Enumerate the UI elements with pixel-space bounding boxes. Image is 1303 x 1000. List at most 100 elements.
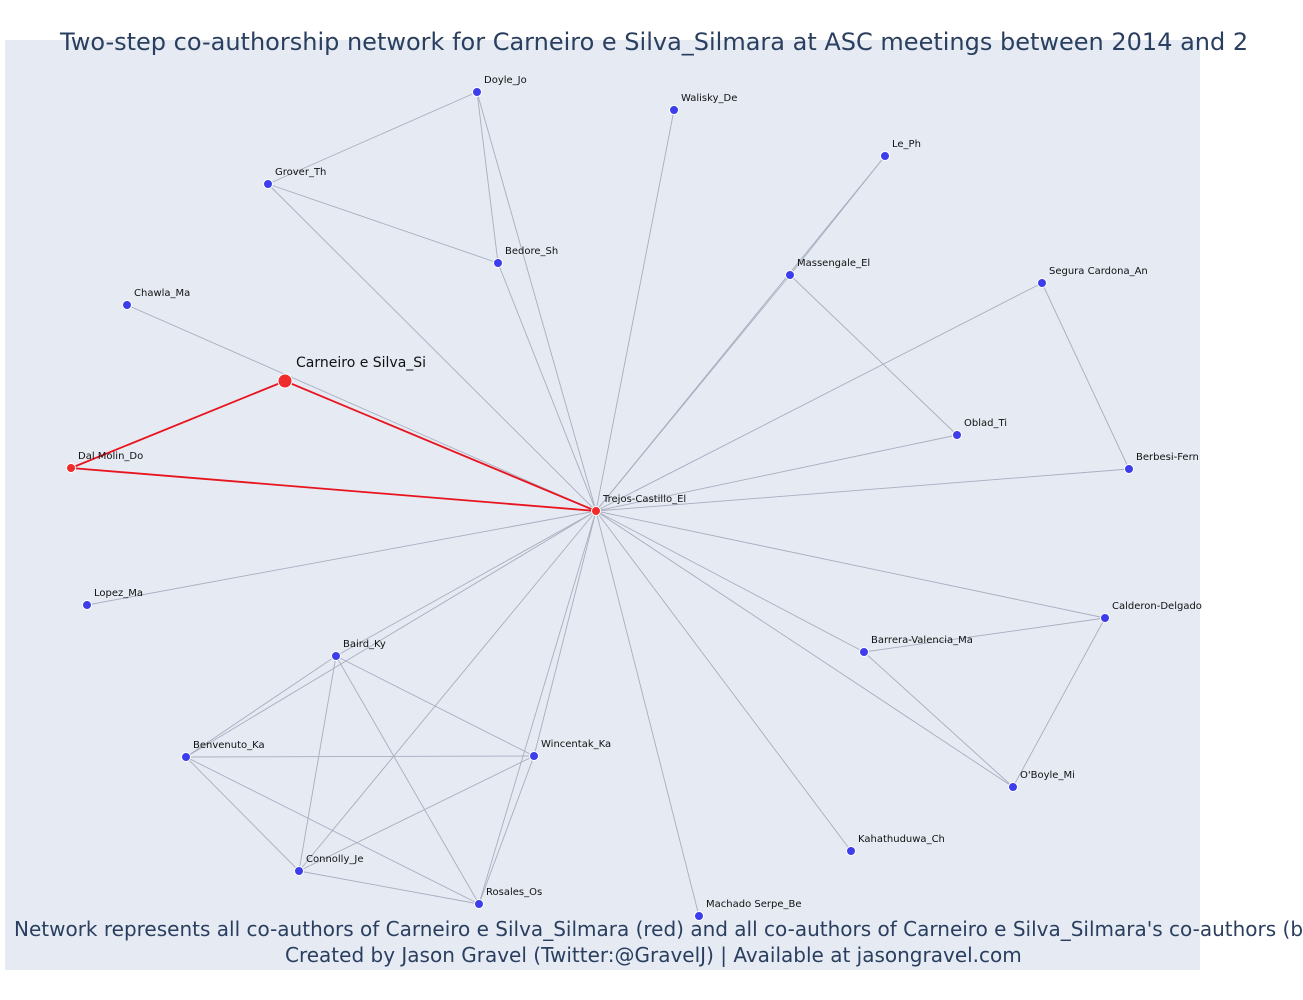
edge-trejos-grover	[267, 183, 597, 512]
edge-calderon-oboyle	[1012, 617, 1106, 788]
node-label-benvenuto: Benvenuto_Ka	[193, 740, 265, 751]
node-leph[interactable]	[880, 151, 890, 161]
edge-trejos-kahathuduwa	[595, 510, 852, 852]
edge-trejos-bedore	[497, 262, 597, 512]
edge-trejos-calderon	[595, 510, 1106, 619]
edge-doyle-grover	[267, 91, 478, 185]
edge-baird-rosales	[335, 655, 480, 905]
node-label-bedore: Bedore_Sh	[505, 246, 558, 257]
edge-trejos-benvenuto	[185, 510, 597, 758]
node-barrera[interactable]	[859, 647, 869, 657]
caption-line-1: Network represents all co-authors of Car…	[14, 917, 1303, 941]
node-rosales[interactable]	[474, 899, 484, 909]
edges-layer	[70, 91, 1130, 917]
edge-rosales-wincentak	[478, 755, 535, 905]
edge-grover-bedore	[267, 183, 499, 264]
edge-trejos-segura	[595, 282, 1043, 512]
node-massengale[interactable]	[785, 270, 795, 280]
edge-trejos-wincentak	[533, 510, 597, 757]
node-label-leph: Le_Ph	[892, 139, 921, 150]
node-lopez[interactable]	[82, 600, 92, 610]
node-benvenuto[interactable]	[181, 752, 191, 762]
edge-trejos-berbesi	[595, 468, 1130, 512]
nodes-layer	[66, 87, 1134, 921]
node-label-berbesi: Berbesi-Fern	[1136, 452, 1199, 463]
edge-trejos-leph	[595, 155, 886, 512]
node-berbesi[interactable]	[1124, 464, 1134, 474]
node-label-connolly: Connolly_Je	[306, 854, 363, 865]
node-label-chawla: Chawla_Ma	[134, 288, 190, 299]
node-label-baird: Baird_Ky	[343, 639, 386, 650]
node-label-trejos: Trejos-Castillo_El	[602, 494, 686, 505]
edge-benvenuto-wincentak	[185, 755, 535, 758]
edge-carneiro-dalmolin	[70, 380, 286, 469]
node-oboyle[interactable]	[1008, 782, 1018, 792]
edge-trejos-oboyle	[595, 510, 1014, 788]
node-calderon[interactable]	[1100, 613, 1110, 623]
edge-trejos-barrera	[595, 510, 865, 653]
node-chawla[interactable]	[122, 300, 132, 310]
text-layer: Two-step co-authorship network for Carne…	[14, 28, 1303, 967]
edge-connolly-wincentak	[298, 755, 535, 872]
node-label-oboyle: O'Boyle_Mi	[1020, 770, 1075, 781]
edge-segura-berbesi	[1041, 282, 1130, 470]
node-trejos[interactable]	[591, 506, 601, 516]
node-grover[interactable]	[263, 179, 273, 189]
edge-baird-connolly	[298, 655, 337, 872]
node-label-massengale: Massengale_El	[797, 258, 870, 269]
edge-dalmolin-trejos	[70, 467, 597, 512]
node-segura[interactable]	[1037, 278, 1047, 288]
node-kahathuduwa[interactable]	[846, 846, 856, 856]
node-bedore[interactable]	[493, 258, 503, 268]
node-label-walisky: Walisky_De	[681, 93, 737, 104]
node-label-rosales: Rosales_Os	[486, 887, 542, 898]
caption-line-2: Created by Jason Gravel (Twitter:@Gravel…	[285, 943, 1022, 967]
node-label-dalmolin: Dal Molin_Do	[78, 451, 143, 462]
node-connolly[interactable]	[294, 866, 304, 876]
node-label-carneiro: Carneiro e Silva_Si	[296, 355, 426, 371]
edge-trejos-oblad	[595, 434, 958, 512]
node-label-lopez: Lopez_Ma	[94, 588, 143, 599]
edge-baird-benvenuto	[185, 655, 337, 758]
edge-doyle-bedore	[476, 91, 499, 264]
edge-trejos-walisky	[595, 109, 675, 512]
node-label-machado: Machado Serpe_Be	[706, 899, 802, 910]
edge-calderon-barrera	[863, 617, 1106, 653]
node-label-doyle: Doyle_Jo	[484, 75, 527, 86]
node-label-kahathuduwa: Kahathuduwa_Ch	[858, 834, 945, 845]
edge-connolly-rosales	[298, 870, 480, 905]
edge-trejos-rosales	[478, 510, 597, 905]
edge-trejos-chawla	[126, 304, 597, 512]
edge-carneiro-trejos	[284, 380, 597, 512]
edge-benvenuto-connolly	[185, 756, 300, 872]
edge-trejos-lopez	[86, 510, 597, 606]
plot-background	[5, 40, 1200, 970]
node-walisky[interactable]	[669, 105, 679, 115]
chart-title: Two-step co-authorship network for Carne…	[60, 28, 1249, 56]
node-carneiro[interactable]	[277, 373, 293, 389]
edge-massengale-oblad	[789, 274, 958, 436]
edge-trejos-connolly	[298, 510, 597, 872]
node-label-grover: Grover_Th	[275, 167, 326, 178]
node-dalmolin[interactable]	[66, 463, 76, 473]
node-label-barrera: Barrera-Valencia_Ma	[871, 635, 973, 646]
node-doyle[interactable]	[472, 87, 482, 97]
node-label-wincentak: Wincentak_Ka	[541, 739, 611, 750]
edge-trejos-baird	[335, 510, 597, 657]
node-machado[interactable]	[694, 911, 704, 921]
node-wincentak[interactable]	[529, 751, 539, 761]
node-label-oblad: Oblad_Ti	[964, 418, 1007, 429]
edge-benvenuto-rosales	[185, 756, 480, 905]
node-oblad[interactable]	[952, 430, 962, 440]
edge-massengale-leph	[789, 155, 886, 276]
edge-baird-wincentak	[335, 655, 535, 757]
node-baird[interactable]	[331, 651, 341, 661]
node-label-calderon: Calderon-Delgado	[1112, 601, 1202, 612]
edge-barrera-oboyle	[863, 651, 1014, 788]
node-label-segura: Segura Cardona_An	[1049, 266, 1148, 277]
edge-trejos-doyle	[476, 91, 597, 512]
edge-trejos-machado	[595, 510, 700, 917]
